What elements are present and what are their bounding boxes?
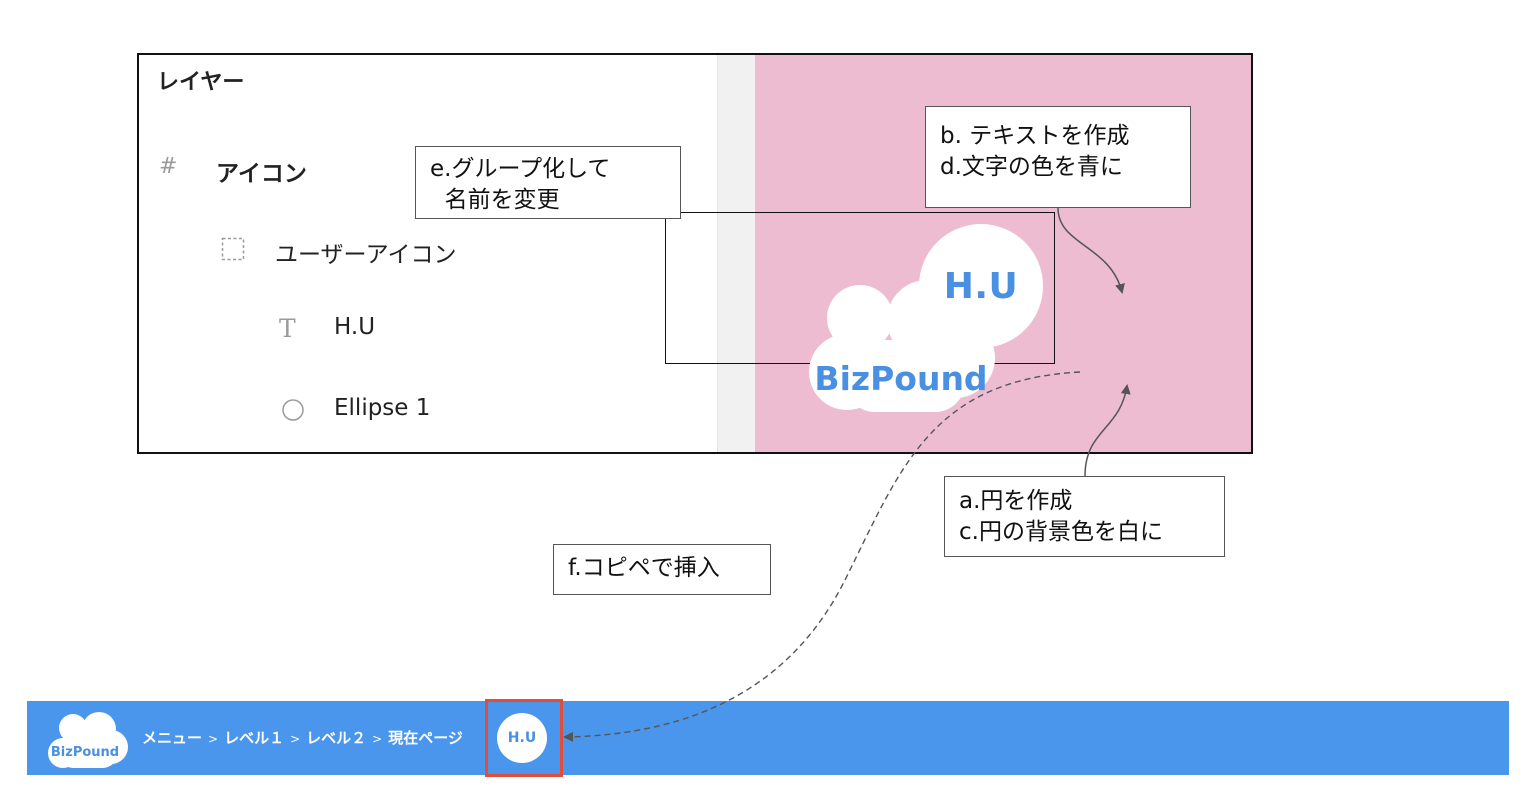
breadcrumb-separator: > xyxy=(208,732,219,746)
breadcrumb-item[interactable]: レベル１ xyxy=(224,729,285,747)
note-copy-paste: f.コピペで挿入 xyxy=(553,544,771,595)
layer-item-label: ユーザーアイコン xyxy=(275,242,457,268)
navbar-user-avatar[interactable]: H.U xyxy=(497,713,547,763)
group-dashed-icon xyxy=(221,237,245,261)
ellipse-icon xyxy=(282,399,304,421)
note-group-rename: e.グループ化して 名前を変更 xyxy=(415,146,681,219)
layer-item-label: H.U xyxy=(334,314,376,340)
inserted-icon-highlight xyxy=(485,699,563,777)
navbar-bizpound-logo[interactable]: BizPound xyxy=(41,709,131,769)
breadcrumb-item[interactable]: レベル２ xyxy=(306,729,367,747)
layer-item-label: アイコン xyxy=(216,161,307,187)
user-initials: H.U xyxy=(943,265,1019,307)
navbar-logo-text: BizPound xyxy=(51,745,119,760)
logo-text: BizPound xyxy=(814,359,987,398)
breadcrumb-separator: > xyxy=(290,732,301,746)
breadcrumb-current: 現在ページ xyxy=(388,729,463,747)
frame-hash-icon: # xyxy=(159,154,178,179)
note-create-circle: a.円を作成 c.円の背景色を白に xyxy=(944,476,1225,557)
breadcrumb: メニュー > レベル１ > レベル２ > 現在ページ xyxy=(142,727,463,748)
breadcrumb-separator: > xyxy=(372,732,383,746)
layer-item-label: Ellipse 1 xyxy=(334,395,431,421)
user-avatar-circle[interactable]: H.U xyxy=(919,224,1043,348)
navbar-user-initials: H.U xyxy=(507,730,537,746)
layers-panel-title: レイヤー xyxy=(157,70,245,95)
breadcrumb-item[interactable]: メニュー xyxy=(142,729,203,747)
text-icon: T xyxy=(279,314,296,343)
note-create-text: b. テキストを作成 d.文字の色を青に xyxy=(925,106,1191,208)
